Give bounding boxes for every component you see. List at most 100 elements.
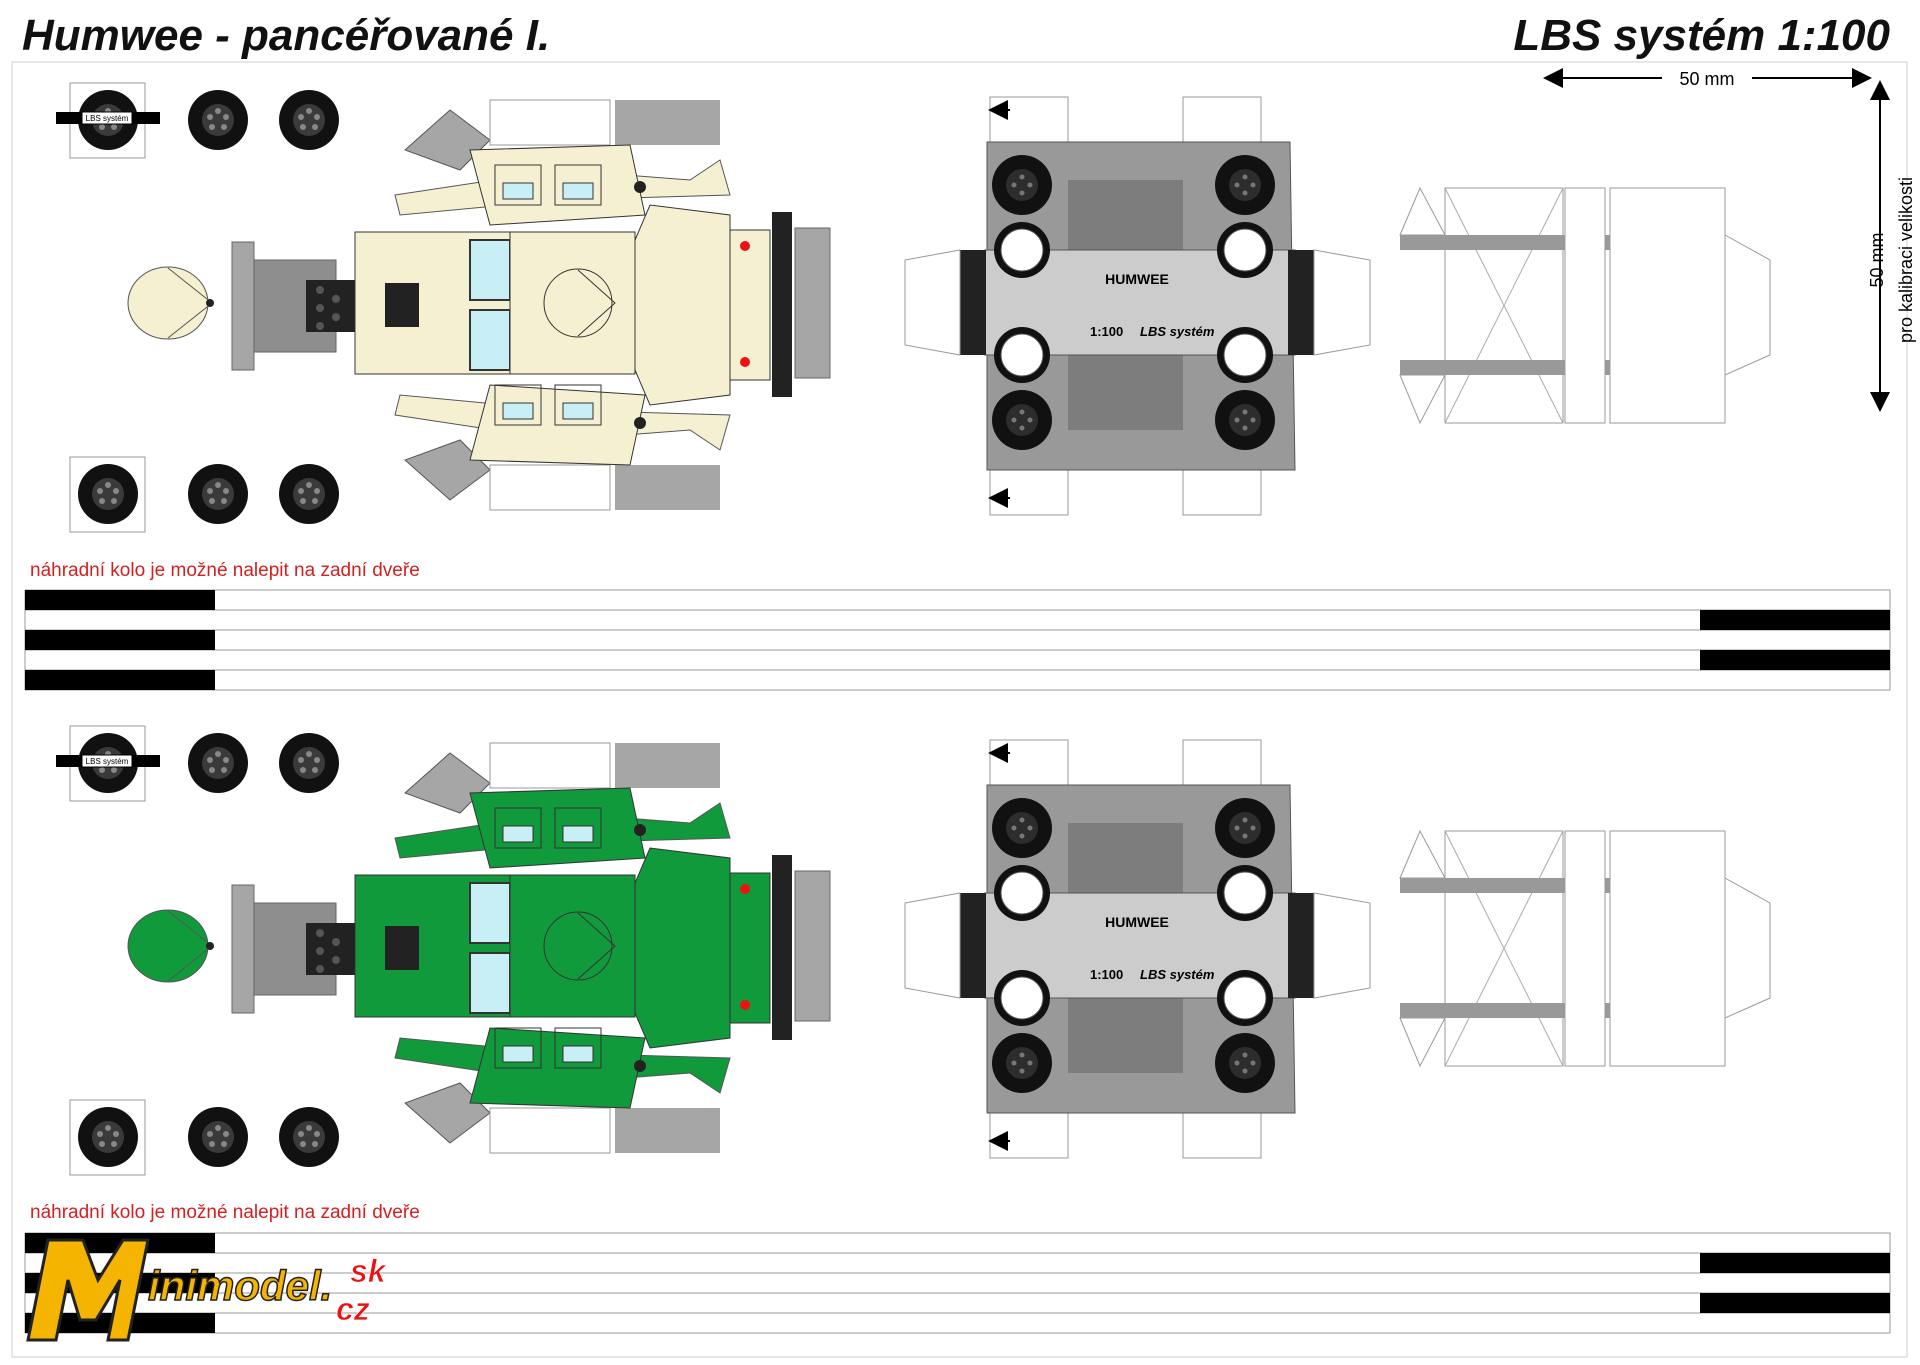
turret-ring bbox=[543, 911, 613, 981]
logo-small: i00 bbox=[118, 1247, 138, 1263]
grille-bolt bbox=[316, 965, 324, 973]
windshield-bottom bbox=[469, 309, 511, 371]
plate-end-left bbox=[960, 250, 986, 355]
door-window bbox=[562, 825, 594, 843]
tire bbox=[188, 733, 248, 793]
tail-light bbox=[740, 1000, 750, 1010]
grille-block bbox=[306, 923, 356, 975]
calibration-h-label: 50 mm bbox=[1679, 69, 1734, 89]
box-net bbox=[1399, 829, 1771, 1068]
door-frame bbox=[494, 164, 542, 206]
tire bbox=[188, 464, 248, 524]
plate-name: HUMWEE bbox=[1105, 914, 1169, 930]
grille-bolt bbox=[316, 929, 324, 937]
door-window bbox=[502, 182, 534, 200]
strip-black-right bbox=[1700, 610, 1890, 630]
turret-disc bbox=[127, 909, 214, 983]
plate-system: LBS systém bbox=[1140, 324, 1215, 339]
door-frame bbox=[554, 164, 602, 206]
grille-bolt bbox=[316, 947, 324, 955]
turret-disc bbox=[127, 266, 214, 340]
door-frame bbox=[494, 807, 542, 849]
hull bbox=[354, 99, 831, 511]
mount-plate bbox=[231, 884, 255, 1014]
grille-bolt bbox=[332, 295, 340, 303]
mirror bbox=[634, 417, 646, 429]
strip bbox=[24, 609, 1891, 631]
scale-title: LBS systém 1:100 bbox=[1513, 11, 1890, 60]
chassis-net: HUMWEE 1:100 LBS systém bbox=[904, 96, 1371, 516]
page-title: Humwee - pancéřované I. bbox=[22, 11, 551, 60]
mount-plate bbox=[231, 241, 255, 371]
door-frame bbox=[494, 1027, 542, 1069]
calibration-horizontal: 50 mm bbox=[1543, 66, 1872, 90]
strip-black-left bbox=[25, 670, 215, 690]
tire bbox=[279, 1107, 339, 1167]
page-border bbox=[11, 61, 1908, 1358]
chassis-tire bbox=[992, 155, 1052, 215]
strip bbox=[24, 669, 1891, 691]
wheel-label: LBS systém bbox=[86, 114, 129, 123]
spare-wheel-note-1: náhradní kolo je možné nalepit na zadní … bbox=[30, 560, 420, 581]
door-window bbox=[562, 182, 594, 200]
rear-deck bbox=[634, 847, 731, 1049]
chassis-tire bbox=[1215, 1033, 1275, 1093]
plate-end-right bbox=[1288, 893, 1314, 998]
box-net bbox=[1399, 186, 1771, 425]
windshield-top bbox=[469, 882, 511, 944]
plate-system: LBS systém bbox=[1140, 967, 1215, 982]
plate-scale: 1:100 bbox=[1090, 324, 1123, 339]
strip-black-left bbox=[25, 590, 215, 610]
grille-bolt bbox=[332, 313, 340, 321]
windshield-bottom bbox=[469, 952, 511, 1014]
mirror bbox=[634, 824, 646, 836]
door-frame bbox=[494, 384, 542, 426]
door-window bbox=[502, 1045, 534, 1063]
rear-deck bbox=[634, 204, 731, 406]
grille-block bbox=[306, 280, 356, 332]
turret-ring bbox=[543, 268, 613, 338]
door-window bbox=[502, 402, 534, 420]
strip bbox=[24, 629, 1891, 651]
tail-light bbox=[740, 357, 750, 367]
plate-name: HUMWEE bbox=[1105, 271, 1169, 287]
strips bbox=[24, 589, 1891, 691]
chassis-tire bbox=[1215, 155, 1275, 215]
door-window bbox=[502, 825, 534, 843]
strip bbox=[24, 1312, 1891, 1334]
chassis-tire bbox=[992, 798, 1052, 858]
grille-bolt bbox=[316, 322, 324, 330]
grille-bolt bbox=[332, 938, 340, 946]
strip bbox=[24, 589, 1891, 611]
mirror bbox=[634, 181, 646, 193]
minimodel-logo: inimodel. sk cz i00 bbox=[26, 1238, 388, 1342]
strip-black-left bbox=[25, 630, 215, 650]
wheel-label: LBS systém bbox=[86, 757, 129, 766]
calibration-caption: pro kalibraci velikosti bbox=[1896, 177, 1916, 343]
logo-text: inimodel. bbox=[148, 1262, 332, 1309]
plate-end-left bbox=[960, 893, 986, 998]
grille-bolt bbox=[332, 956, 340, 964]
tailgate bbox=[729, 229, 771, 381]
tire bbox=[188, 90, 248, 150]
strip bbox=[24, 649, 1891, 671]
door-frame bbox=[554, 384, 602, 426]
rear-plate bbox=[794, 227, 831, 379]
tail-light bbox=[740, 241, 750, 251]
logo-domain-cz: cz bbox=[336, 1291, 370, 1327]
windshield-top bbox=[469, 239, 511, 301]
spare-wheel-note-2: náhradní kolo je možné nalepit na zadní … bbox=[30, 1202, 420, 1223]
door-frame bbox=[554, 1027, 602, 1069]
mirror bbox=[634, 1060, 646, 1072]
roof bbox=[509, 874, 636, 1018]
tire bbox=[279, 733, 339, 793]
plate-end-right bbox=[1288, 250, 1314, 355]
logo-domain-sk: sk bbox=[350, 1253, 388, 1289]
rear-plate bbox=[794, 870, 831, 1022]
grille-bolt bbox=[316, 286, 324, 294]
chassis-tire bbox=[992, 1033, 1052, 1093]
strip bbox=[24, 1232, 1891, 1254]
